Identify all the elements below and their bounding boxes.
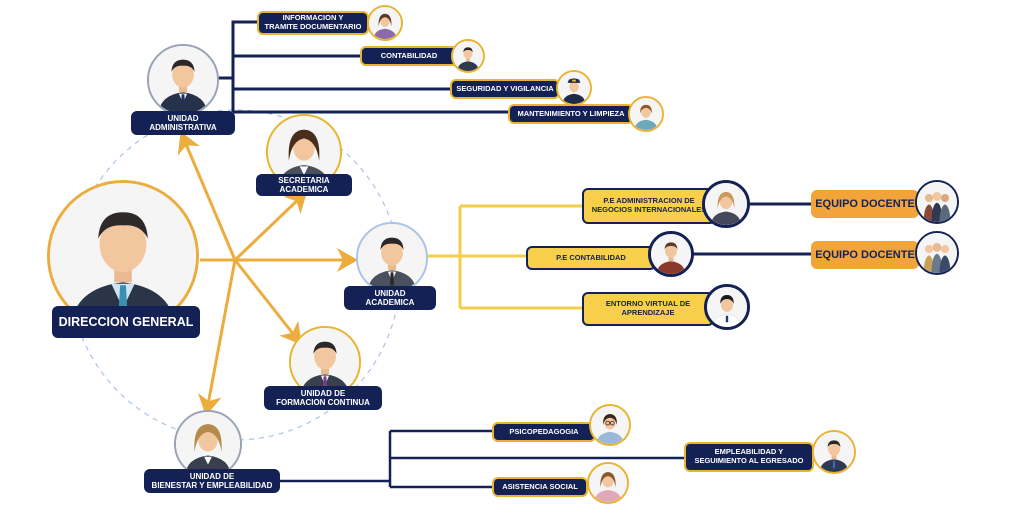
man-avatar-icon — [704, 284, 750, 330]
admin-head-avatar-icon — [147, 44, 219, 116]
pe-administracion-label[interactable]: P.E ADMINISTRACION DE NEGOCIOS INTERNACI… — [582, 188, 716, 224]
woman-avatar-icon — [702, 180, 750, 228]
woman-avatar-icon — [367, 5, 403, 41]
mantenimiento-limpieza-label[interactable]: MANTENIMIENTO Y LIMPIEZA — [508, 104, 634, 124]
direction-arrows — [177, 131, 358, 416]
woman-avatar-icon — [587, 462, 629, 504]
bienestar-empleabilidad-label[interactable]: UNIDAD DE BIENESTAR Y EMPLEABILIDAD — [144, 469, 280, 493]
unidad-academica-label[interactable]: UNIDAD ACADEMICA — [344, 286, 436, 310]
wellbeing-branch-lines — [280, 429, 684, 489]
direccion-general-label[interactable]: DIRECCION GENERAL — [52, 306, 200, 338]
academic-branch-lines — [428, 204, 584, 310]
entorno-virtual-label[interactable]: ENTORNO VIRTUAL DE APRENDIZAJE — [582, 292, 714, 326]
unidad-administrativa-label[interactable]: UNIDAD ADMINISTRATIVA — [131, 111, 235, 135]
equipo-docente-label-2[interactable]: EQUIPO DOCENTE — [811, 241, 919, 269]
wellbeing-head-avatar-icon — [174, 410, 242, 478]
admin-branch-lines — [215, 20, 812, 256]
academic-head-avatar-icon — [356, 222, 428, 294]
asistencia-social-label[interactable]: ASISTENCIA SOCIAL — [492, 477, 588, 497]
guard-avatar-icon — [556, 70, 592, 106]
psicopedagogia-label[interactable]: PSICOPEDAGOGIA — [492, 422, 596, 442]
pe-contabilidad-label[interactable]: P.E CONTABILIDAD — [526, 246, 656, 270]
group-avatar-icon — [915, 231, 959, 275]
equipo-docente-label-1[interactable]: EQUIPO DOCENTE — [811, 190, 919, 218]
formacion-continua-label[interactable]: UNIDAD DE FORMACION CONTINUA — [264, 386, 382, 410]
secretaria-academica-label[interactable]: SECRETARIA ACADEMICA — [256, 174, 352, 196]
contabilidad-admin-label[interactable]: CONTABILIDAD — [360, 46, 458, 66]
man-avatar-icon — [648, 231, 694, 277]
man-avatar-icon — [812, 430, 856, 474]
man-avatar-icon — [451, 39, 485, 73]
empleabilidad-egresado-label[interactable]: EMPLEABILIDAD Y SEGUIMIENTO AL EGRESADO — [684, 442, 814, 472]
info-tramite-label[interactable]: INFORMACION Y TRAMITE DOCUMENTARIO — [257, 11, 369, 35]
woman-avatar-icon — [589, 404, 631, 446]
seguridad-vigilancia-label[interactable]: SEGURIDAD Y VIGILANCIA — [450, 79, 560, 99]
group-avatar-icon — [915, 180, 959, 224]
woman-avatar-icon — [628, 96, 664, 132]
